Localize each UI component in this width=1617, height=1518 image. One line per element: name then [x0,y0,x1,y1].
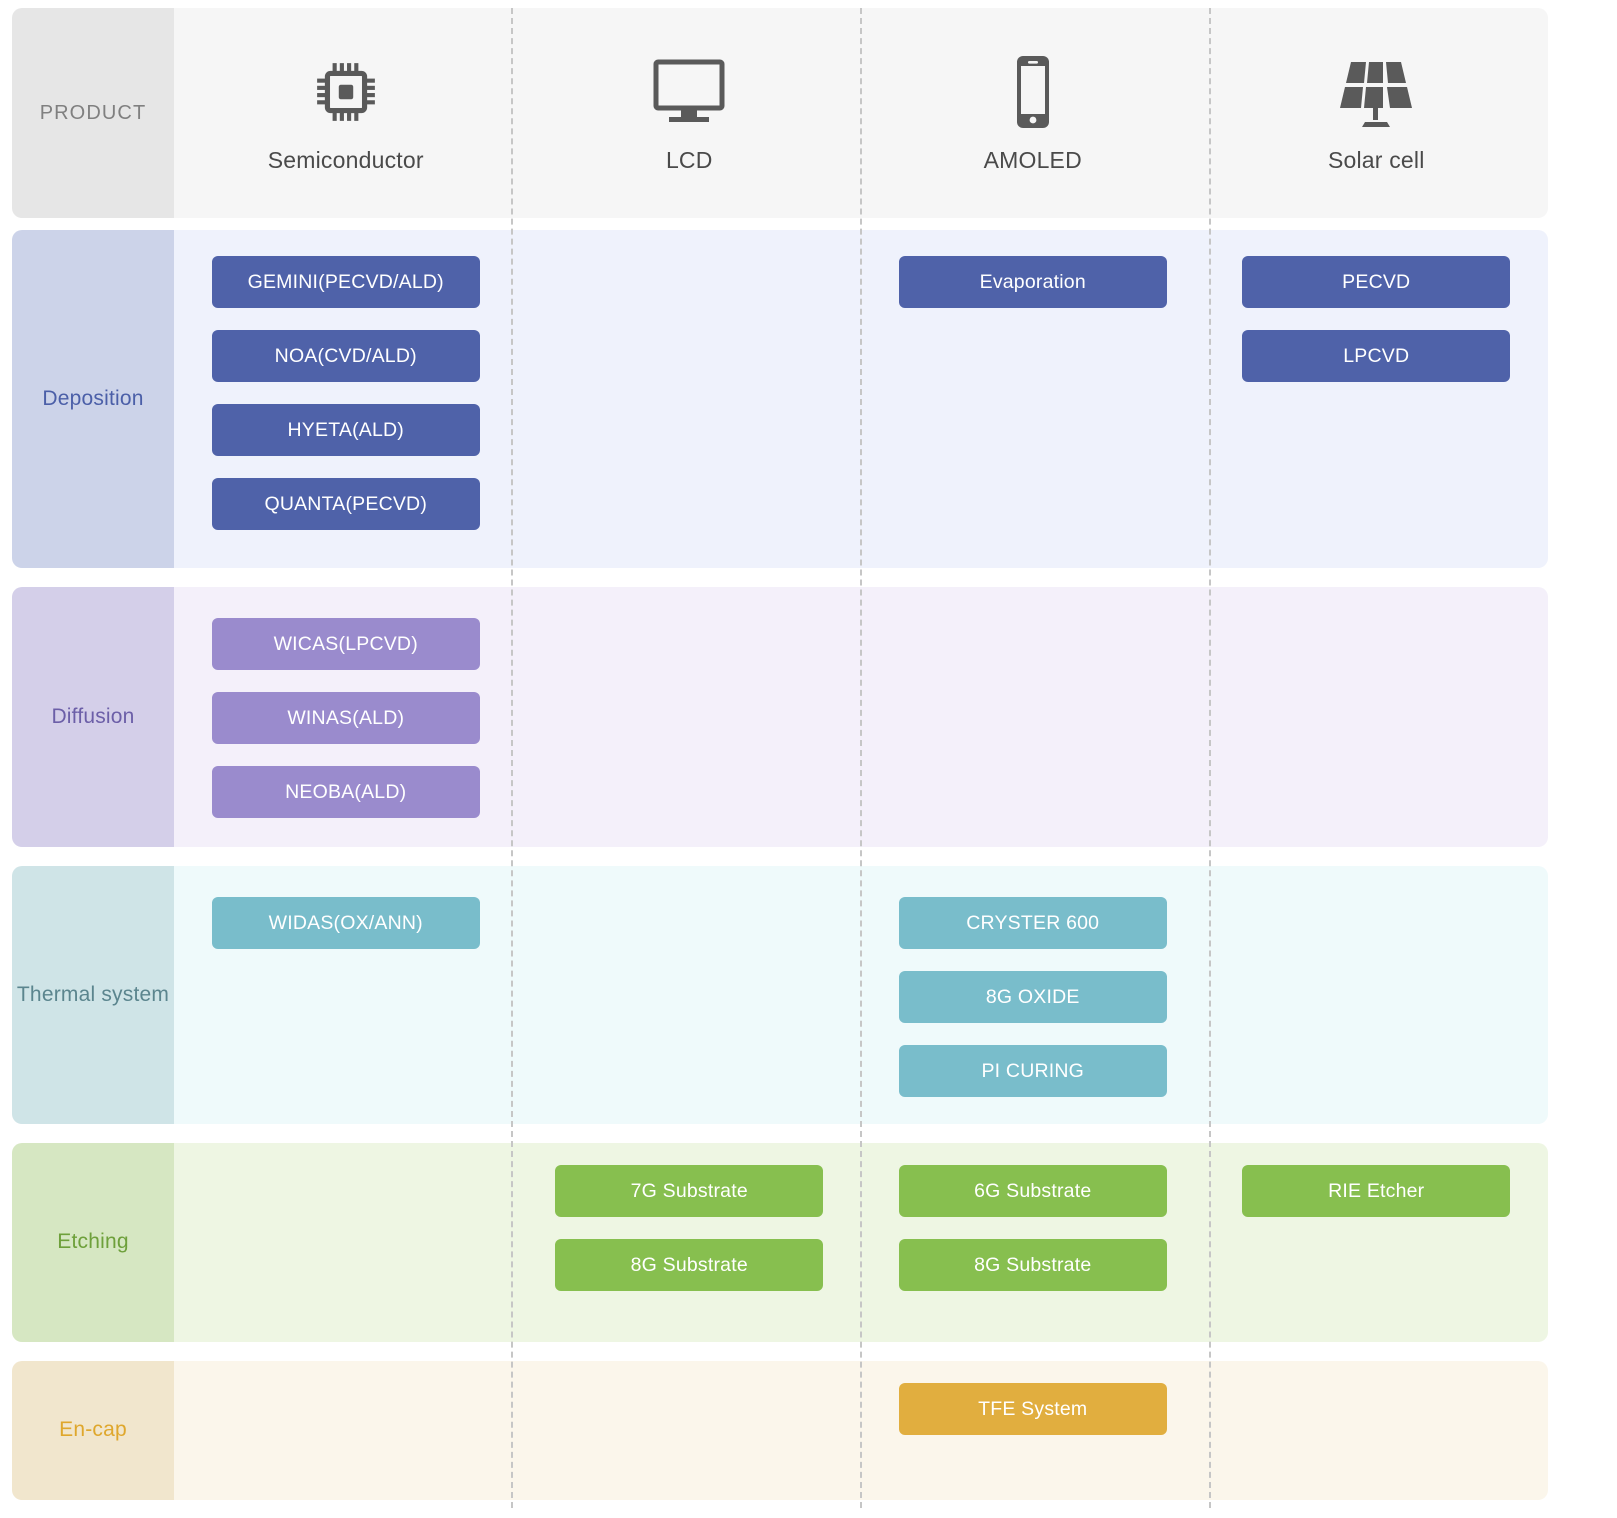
row-body-thermal-system: WIDAS(OX/ANN) CRYSTER 600 8G OXIDE PI CU… [174,866,1548,1124]
row-label-diffusion: Diffusion [12,587,174,847]
cell-thermal-solar-cell [1205,866,1549,1124]
column-header-label: AMOLED [983,146,1082,173]
cell-thermal-lcd [518,866,862,1124]
cell-diffusion-solar-cell [1205,587,1549,847]
process-chip[interactable]: CRYSTER 600 [898,897,1167,949]
cell-thermal-amoled: CRYSTER 600 8G OXIDE PI CURING [861,866,1205,1124]
cell-encap-amoled: TFE System [861,1361,1205,1500]
cell-encap-lcd [518,1361,862,1500]
process-chip[interactable]: PI CURING [898,1045,1167,1097]
process-chip[interactable]: HYETA(ALD) [211,404,480,456]
monitor-icon [651,53,727,131]
solar-panel-icon [1337,53,1415,131]
process-chip[interactable]: NOA(CVD/ALD) [211,330,480,382]
row-body-etching: 7G Substrate 8G Substrate 6G Substrate 8… [174,1143,1548,1342]
row-encap: En-cap TFE System [12,1361,1548,1500]
product-header-label: PRODUCT [12,8,174,218]
row-label-etching: Etching [12,1143,174,1342]
cpu-chip-icon [313,53,379,131]
column-header-label: LCD [665,146,713,173]
cell-etching-semiconductor [174,1143,518,1342]
column-header-label: Semiconductor [267,146,424,173]
row-body-encap: TFE System [174,1361,1548,1500]
process-chip[interactable]: RIE Etcher [1242,1165,1511,1217]
cell-thermal-semiconductor: WIDAS(OX/ANN) [174,866,518,1124]
process-chip[interactable]: 6G Substrate [898,1165,1167,1217]
process-chip[interactable]: PECVD [1242,256,1511,308]
cell-etching-lcd: 7G Substrate 8G Substrate [518,1143,862,1342]
process-chip[interactable]: 8G Substrate [555,1239,824,1291]
row-diffusion: Diffusion WICAS(LPCVD) WINAS(ALD) NEOBA(… [12,587,1548,847]
row-etching: Etching 7G Substrate 8G Substrate 6G Sub… [12,1143,1548,1342]
process-chip[interactable]: 8G Substrate [898,1239,1167,1291]
process-chip[interactable]: NEOBA(ALD) [211,766,480,818]
cell-diffusion-amoled [861,587,1205,847]
header-columns: Semiconductor LCD [174,8,1548,218]
cell-deposition-amoled: Evaporation [861,230,1205,568]
process-chip[interactable]: QUANTA(PECVD) [211,478,480,530]
process-chip[interactable]: LPCVD [1242,330,1511,382]
cell-deposition-semiconductor: GEMINI(PECVD/ALD) NOA(CVD/ALD) HYETA(ALD… [174,230,518,568]
cell-deposition-solar-cell: PECVD LPCVD [1205,230,1549,568]
process-chip[interactable]: 7G Substrate [555,1165,824,1217]
cell-diffusion-lcd [518,587,862,847]
header-row: PRODUCT [12,8,1548,218]
cell-diffusion-semiconductor: WICAS(LPCVD) WINAS(ALD) NEOBA(ALD) [174,587,518,847]
process-chip[interactable]: GEMINI(PECVD/ALD) [211,256,480,308]
process-chip[interactable]: 8G OXIDE [898,971,1167,1023]
process-chip[interactable]: WICAS(LPCVD) [211,618,480,670]
column-header-lcd[interactable]: LCD [518,8,862,218]
column-header-amoled[interactable]: AMOLED [861,8,1205,218]
cell-etching-solar-cell: RIE Etcher [1205,1143,1549,1342]
row-label-deposition: Deposition [12,230,174,568]
process-chip[interactable]: WIDAS(OX/ANN) [211,897,480,949]
cell-encap-solar-cell [1205,1361,1549,1500]
column-header-label: Solar cell [1327,146,1425,173]
cell-deposition-lcd [518,230,862,568]
row-deposition: Deposition GEMINI(PECVD/ALD) NOA(CVD/ALD… [12,230,1548,568]
process-chip[interactable]: TFE System [898,1383,1167,1435]
row-body-diffusion: WICAS(LPCVD) WINAS(ALD) NEOBA(ALD) [174,587,1548,847]
process-chip[interactable]: WINAS(ALD) [211,692,480,744]
cell-etching-amoled: 6G Substrate 8G Substrate [861,1143,1205,1342]
row-label-thermal-system: Thermal system [12,866,174,1124]
row-label-encap: En-cap [12,1361,174,1500]
row-thermal-system: Thermal system WIDAS(OX/ANN) CRYSTER 600… [12,866,1548,1124]
process-chip[interactable]: Evaporation [898,256,1167,308]
row-body-deposition: GEMINI(PECVD/ALD) NOA(CVD/ALD) HYETA(ALD… [174,230,1548,568]
cell-encap-semiconductor [174,1361,518,1500]
smartphone-icon [1011,53,1055,131]
column-header-semiconductor[interactable]: Semiconductor [174,8,518,218]
column-header-solar-cell[interactable]: Solar cell [1205,8,1549,218]
